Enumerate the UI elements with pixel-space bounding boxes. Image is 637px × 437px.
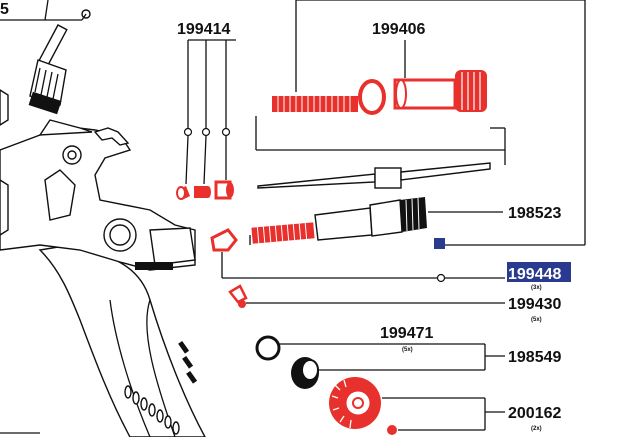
grip-ridges [124,340,198,435]
spray-gun-body [0,9,206,437]
part-ring-199471 [255,335,281,361]
label-part-199406: 199406 [372,21,425,38]
part-seals-199414 [176,180,234,200]
label-part-198549: 198549 [508,349,561,366]
label-part-top-left: 5 [0,1,9,18]
qty-200162: (2x) [531,426,542,432]
part-spring-199406 [272,70,487,115]
part-needle [257,162,491,189]
label-part-199414: 199414 [177,21,230,38]
qty-199471: (5x) [402,347,413,353]
part-nut-198549 [291,357,319,389]
label-part-198523: 198523 [508,205,561,222]
label-part-199448[interactable]: 199448 [508,266,561,283]
part-air-cap-200162 [329,377,397,435]
part-needle-packing-198523 [251,197,427,244]
qty-199430: (5x) [531,317,542,323]
label-part-199471: 199471 [380,325,433,342]
part-labels: 5 199414 199406 198523 199448 (3x) 19943… [0,1,571,432]
leader-lines [0,0,586,434]
qty-199448: (3x) [531,285,542,291]
label-part-200162: 200162 [508,405,561,422]
highlight-199448 [507,262,571,282]
upper-left-plug [28,9,91,115]
label-part-199430: 199430 [508,296,561,313]
part-nut-199448 [210,228,238,252]
part-screw-199430 [228,284,248,308]
